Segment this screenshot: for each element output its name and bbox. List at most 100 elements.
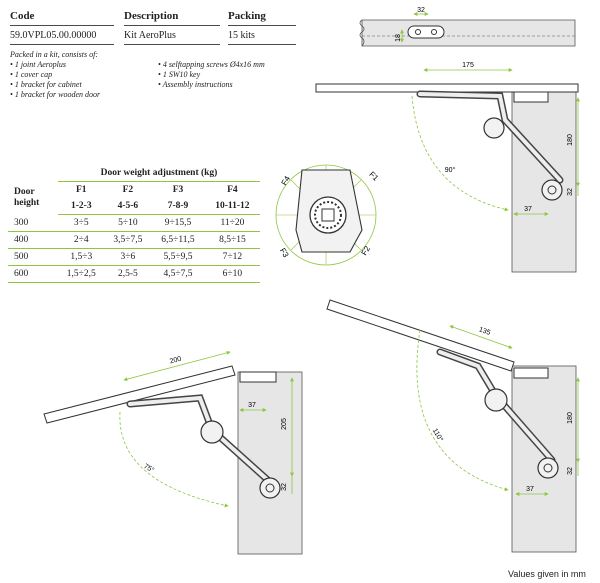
- packing-label: Packing: [228, 10, 266, 22]
- dim-37: 37: [526, 486, 534, 493]
- dim-75: 75°: [142, 462, 155, 474]
- arm-highlight: [418, 92, 562, 182]
- table-cell: 3÷5: [58, 214, 105, 232]
- bracket-plate: [407, 25, 445, 39]
- door-weight-table: Door weight adjustment (kg) Door height …: [8, 165, 260, 283]
- table-cell: 2,5-5: [104, 265, 152, 283]
- pivot-hub: [547, 185, 557, 195]
- cabinet-bracket: [239, 371, 277, 383]
- code-value: 59.0VPL05.00.00000: [10, 30, 97, 41]
- kit-intro: Packed in a kit, consists of:: [10, 50, 98, 59]
- table-row: 500 1,5÷3 3÷6 5,5÷9,5 7÷12: [8, 248, 260, 266]
- swing-arc: [411, 95, 509, 212]
- units-note: Values given in mm: [508, 569, 586, 579]
- screw-hole: [431, 29, 437, 35]
- kit-item: Assembly instructions: [158, 80, 298, 90]
- dim-205: 205: [281, 418, 288, 430]
- mechanism-110-deg: 135 180 32 37 110°: [326, 299, 580, 553]
- mechanism-75-deg: 200 37 205 32 75°: [43, 350, 303, 555]
- header-rule: [124, 25, 220, 26]
- break-line: [359, 19, 365, 47]
- dim-90: 90°: [445, 166, 456, 174]
- door-panel: [315, 83, 579, 93]
- description-value: Kit AeroPlus: [124, 30, 176, 41]
- dial-label-f4: F4: [280, 174, 293, 187]
- table-cell: 3÷6: [104, 248, 152, 266]
- column-header: F1: [76, 185, 87, 195]
- row-header: Door height: [14, 187, 40, 208]
- table-cell: 6÷10: [204, 265, 260, 283]
- table-cell: 3,5÷7,5: [104, 231, 152, 249]
- header-rule: [10, 44, 114, 45]
- kit-item: 1 bracket for wooden door: [10, 90, 160, 100]
- table-cell: 7÷12: [204, 248, 260, 266]
- table-row: 400 2÷4 3,5÷7,5 6,5÷11,5 8,5÷15: [8, 231, 260, 249]
- hex-socket: [321, 208, 335, 222]
- dim-180: 180: [567, 134, 574, 146]
- table-cell: 8,5÷15: [204, 231, 260, 249]
- door-height-cell: 400: [8, 231, 58, 249]
- joint: [200, 420, 224, 444]
- dim-37: 37: [524, 206, 532, 213]
- pivot-hub: [543, 463, 553, 473]
- column-header: F4: [227, 185, 238, 195]
- header-rule: [124, 44, 220, 45]
- kit-contents-left: Packed in a kit, consists of: 1 joint Ae…: [10, 50, 160, 100]
- kit-item: 4 selftapping screws Ø4x16 mm: [158, 60, 298, 70]
- column-subheader: 10-11-12: [204, 198, 260, 215]
- pivot: [537, 457, 559, 479]
- table-cell: 4,5÷7,5: [151, 265, 205, 283]
- table-cell: 1,5÷2,5: [58, 265, 105, 283]
- kit-contents-right: 4 selftapping screws Ø4x16 mm 1 SW10 key…: [158, 60, 298, 90]
- joint: [483, 117, 505, 139]
- column-header: F3: [172, 185, 184, 195]
- dimension-line: [449, 325, 513, 349]
- table-cell: 5,5÷9,5: [151, 248, 205, 266]
- header-rule: [228, 25, 296, 26]
- screw-hole: [415, 29, 421, 35]
- column-subheader: 1-2-3: [58, 198, 105, 215]
- column-subheader: 4-5-6: [104, 198, 152, 215]
- dim-110: 110°: [431, 427, 445, 443]
- dial-label-f1: F1: [367, 170, 380, 183]
- table-row: 600 1,5÷2,5 2,5-5 4,5÷7,5 6÷10: [8, 265, 260, 283]
- joint: [484, 388, 508, 412]
- dim-180: 180: [567, 412, 574, 424]
- bracket-top-view: 32 18: [359, 7, 576, 47]
- column-header: F2: [122, 185, 134, 195]
- dim-32: 32: [567, 467, 574, 475]
- swing-arc: [416, 329, 509, 492]
- table-cell: 11÷20: [204, 214, 260, 232]
- packing-value: 15 kits: [228, 30, 255, 41]
- dim-200: 200: [169, 356, 182, 366]
- swing-arc: [119, 411, 229, 508]
- header-rule: [10, 25, 114, 26]
- adjustment-dial: F4 F1 F3 F2: [275, 164, 381, 266]
- pivot: [259, 477, 281, 499]
- door-height-cell: 500: [8, 248, 58, 266]
- code-label: Code: [10, 10, 35, 22]
- dim-175: 175: [462, 62, 474, 69]
- table-cell: 2÷4: [58, 231, 105, 249]
- table-cell: 6,5÷11,5: [151, 231, 205, 249]
- arm-highlight: [438, 350, 554, 462]
- description-label: Description: [124, 10, 179, 22]
- dim-32: 32: [281, 483, 288, 491]
- dial-label-f2: F2: [360, 244, 373, 257]
- kit-item: 1 joint Aeroplus: [10, 60, 160, 70]
- table-cell: 9÷15,5: [151, 214, 205, 232]
- column-subheader: 7-8-9: [151, 198, 205, 215]
- pivot-hub: [265, 483, 275, 493]
- cabinet-side: [511, 91, 577, 273]
- pivot: [541, 179, 563, 201]
- kit-item: 1 bracket for cabinet: [10, 80, 160, 90]
- dimension-line: [123, 350, 231, 382]
- arm-highlight: [128, 395, 272, 484]
- table-title: Door weight adjustment (kg): [58, 165, 260, 182]
- dim-32: 32: [417, 7, 425, 14]
- kit-item: 1 cover cap: [10, 70, 160, 80]
- dim-135: 135: [478, 326, 491, 337]
- header-rule: [228, 44, 296, 45]
- table-cell: 5÷10: [104, 214, 152, 232]
